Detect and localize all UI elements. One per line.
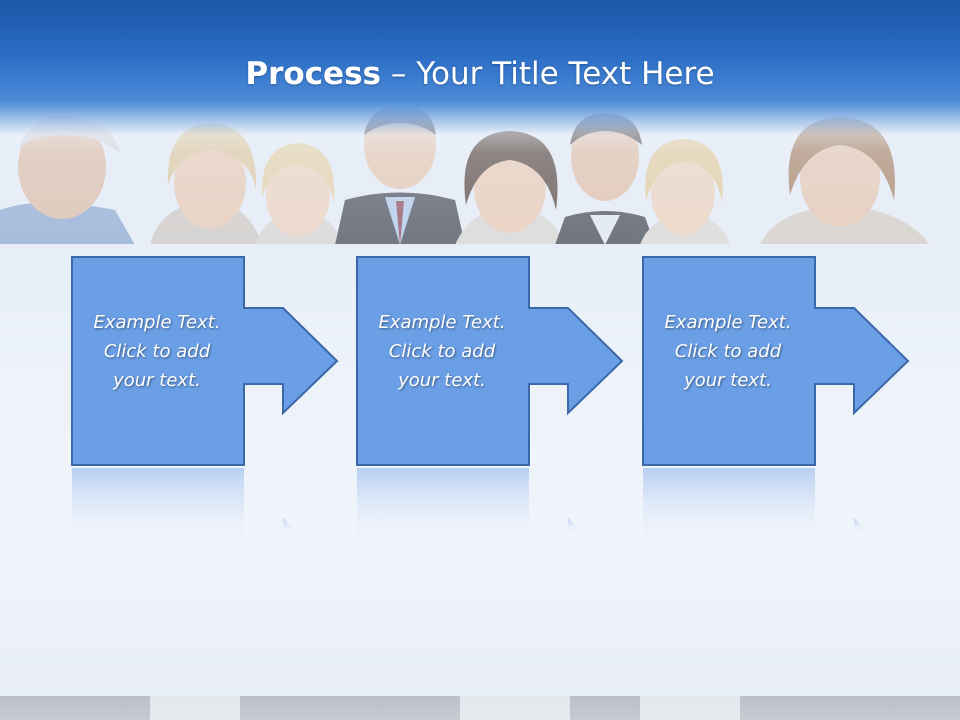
step-text-line: your text. [113, 370, 201, 391]
step-text-line: Click to add [103, 341, 211, 362]
title-band [0, 0, 960, 135]
slide-title-bold: Process [245, 56, 381, 92]
slide-title-rest: – Your Title Text Here [381, 56, 715, 92]
process-step-1[interactable]: Example Text. Click to add your text. [71, 256, 341, 546]
process-step-3[interactable]: Example Text. Click to add your text. [642, 256, 912, 546]
arrow-box-shape [356, 256, 624, 466]
step-text-line: Example Text. [93, 312, 221, 333]
bottom-photo-strip [0, 696, 960, 720]
step-text-line: Example Text. [378, 312, 506, 333]
step-text-line: your text. [398, 370, 486, 391]
step-text[interactable]: Example Text. Click to add your text. [642, 308, 814, 395]
bottom-strip-highlight [460, 696, 570, 720]
step-text-line: Example Text. [664, 312, 792, 333]
process-step-2[interactable]: Example Text. Click to add your text. [356, 256, 626, 546]
bottom-strip-highlight [150, 696, 240, 720]
shape-reflection [72, 468, 297, 546]
slide-title[interactable]: Process – Your Title Text Here [0, 52, 960, 96]
step-text[interactable]: Example Text. Click to add your text. [71, 308, 243, 395]
arrow-box-shape [71, 256, 339, 466]
shape-reflection [643, 468, 868, 546]
bottom-strip-highlight [640, 696, 740, 720]
arrow-box-shape [642, 256, 910, 466]
step-text-line: your text. [684, 370, 772, 391]
step-text-line: Click to add [388, 341, 496, 362]
shape-reflection [357, 468, 582, 546]
step-text[interactable]: Example Text. Click to add your text. [356, 308, 528, 395]
step-text-line: Click to add [674, 341, 782, 362]
